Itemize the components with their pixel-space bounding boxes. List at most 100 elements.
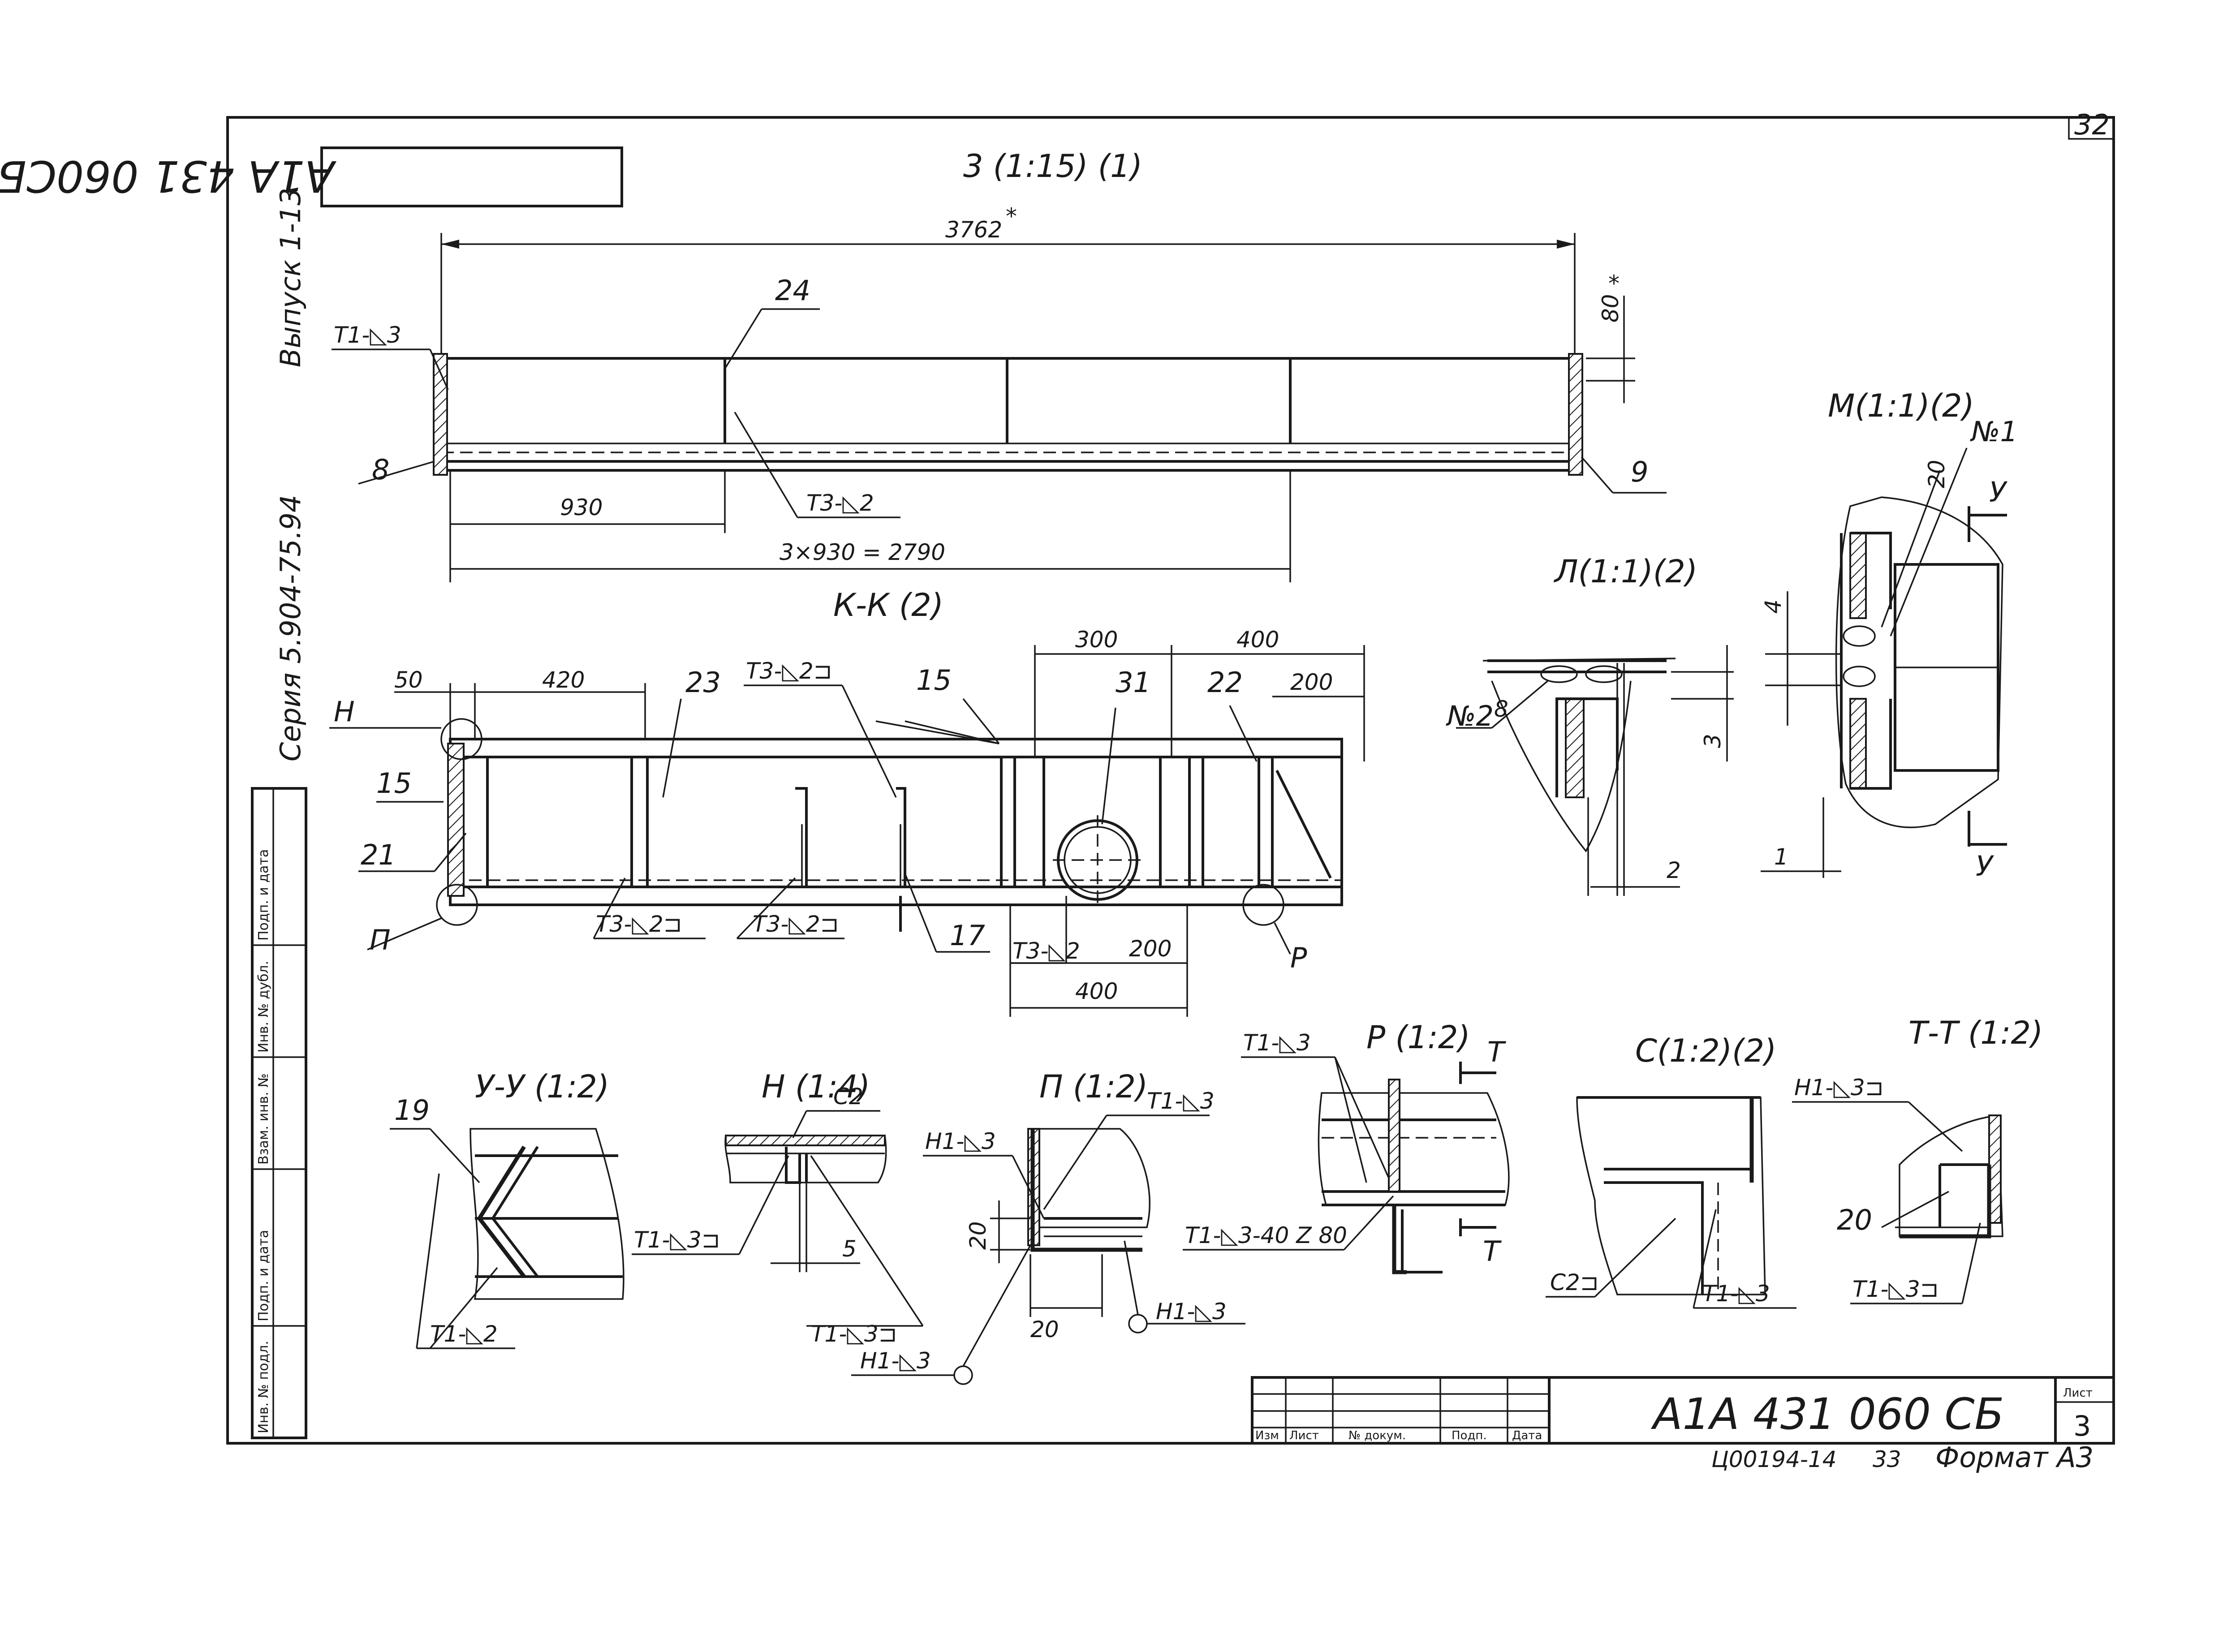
detail-l-title: Л(1:1)(2) [1553, 553, 1697, 590]
title-header-list: Лист [1289, 1429, 1319, 1442]
title-designation: А1А 431 060 СБ [1650, 1389, 2004, 1439]
detail-n-title: Н (1:4) [762, 1068, 870, 1105]
sheet-frame [226, 116, 2115, 1445]
cut-u-bot: У [1976, 850, 1994, 882]
dim-50: 50 [394, 667, 423, 693]
pos-31: 31 [1116, 666, 1151, 699]
detail-n-dim-5: 5 [842, 1236, 857, 1262]
section-tt-weld-t1: Т1-◺3⊐ [1852, 1276, 1939, 1302]
mark-r: Р [1290, 942, 1307, 974]
detail-p-weld-h1-bottom: Н1-◺3 [860, 1348, 931, 1374]
weld-uu: Т1-◺2 [430, 1321, 498, 1347]
title-block: Изм Лист № докум. Подп. Дата А1А 431 060… [1251, 1376, 2115, 1445]
pos-17: 17 [950, 919, 985, 952]
cut-u-top: У [1989, 476, 2008, 508]
dim-420: 420 [542, 667, 585, 693]
issue-text: Выпуск 1-13 [274, 188, 307, 367]
dim-930: 930 [560, 495, 603, 521]
section-kk-title: К-К (2) [833, 587, 943, 624]
pos-8: 8 [372, 453, 389, 486]
dim-total: 3762 [945, 217, 1002, 243]
weld-kk-top: Т3-◺2⊐ [746, 658, 832, 684]
section-uu-title: У-У (1:2) [475, 1068, 609, 1105]
detail-c-weld: Т1-◺3 [1702, 1281, 1770, 1307]
detail-p-weld-t1: Т1-◺3 [1147, 1088, 1215, 1114]
side-stamp-field-3: Инв. № дубл. [256, 961, 271, 1053]
title-sheet-label: Лист [2063, 1386, 2093, 1400]
section-tt-pos-20: 20 [1837, 1204, 1872, 1236]
cut-t-bot: Т [1483, 1235, 1502, 1268]
pos-15b: 15 [376, 767, 412, 800]
pos-21: 21 [361, 839, 396, 871]
section-kk: К-К (2) 50 420 [329, 587, 1365, 1017]
detail-p-weld-h1-top: Н1-◺3 [925, 1128, 996, 1154]
detail-n-c2: С2 [833, 1084, 863, 1110]
title-header-doc: № докум. [1348, 1429, 1406, 1442]
side-stamp-field-2: Взам. инв. № [256, 1073, 271, 1165]
format-line-num: 33 [1873, 1446, 1901, 1472]
pos-24: 24 [775, 274, 810, 307]
detail-r-weld-long: Т1-◺3-40 Z 80 [1185, 1222, 1347, 1248]
detail-l-weld-no: №2 [1446, 700, 1494, 732]
dim-total-star: * [1006, 203, 1017, 229]
section-tt-weld-h1: Н1-◺3⊐ [1794, 1075, 1884, 1101]
title-header-date: Дата [1512, 1429, 1542, 1442]
detail-p-dim-20-v: 20 [965, 1221, 991, 1250]
detail-l-dim-2: 2 [1667, 857, 1681, 883]
detail-l-dim-3: 3 [1700, 734, 1726, 748]
detail-m-weld-no: №1 [1970, 415, 2018, 448]
title-header-sign: Подп. [1452, 1429, 1487, 1442]
detail-c-title: С(1:2)(2) [1635, 1032, 1776, 1069]
detail-n-weld: Т1-◺3⊐ [634, 1227, 720, 1253]
detail-m-dim-1: 1 [1774, 844, 1788, 870]
pos-15a: 15 [916, 664, 952, 697]
detail-r-title: Р (1:2) [1366, 1019, 1470, 1056]
detail-p-weld-h1-right: Н1-◺3 [1156, 1299, 1227, 1325]
detail-n: Н (1:4) С2 Т1-◺3⊐ Т1-◺3⊐ 5 [632, 1068, 924, 1347]
detail-c-c2: С2⊐ [1550, 1269, 1599, 1295]
section-uu: У-У (1:2) 19 Т1-◺2 [390, 1068, 625, 1349]
weld-t3-top: Т3-◺2 [806, 490, 874, 516]
series-text: Серия 5.904-75.94 [274, 495, 307, 761]
rotated-designation-box: А1А 431 060СБ [0, 146, 623, 207]
detail-m: М(1:1)(2) №1 20 4 1 У У [1760, 387, 2018, 882]
side-stamp-field-0: Инв. № подл. [256, 1341, 271, 1433]
detail-m-dim-4: 4 [1760, 599, 1786, 614]
mark-h: Н [334, 695, 355, 728]
format-line-code: Ц00194-14 [1711, 1446, 1837, 1472]
dim-height-star: * [1608, 271, 1620, 297]
pos-19: 19 [394, 1094, 430, 1127]
detail-p: П (1:2) 20 20 Т1-◺3 Н1-◺3 Н1-◺3 Н1-◺3 [851, 1068, 1245, 1385]
weld-kk-b1: Т3-◺2⊐ [596, 911, 682, 937]
page-corner-number: 32 [2074, 108, 2110, 141]
format-label: Формат А3 [1935, 1441, 2094, 1474]
detail-r-weld: Т1-◺3 [1243, 1030, 1311, 1056]
dim-200-bot: 200 [1129, 936, 1172, 962]
detail-l: Л(1:1)(2) №2 8 3 2 [1446, 553, 1734, 896]
detail-c: С(1:2)(2) С2⊐ Т1-◺3 [1546, 1032, 1796, 1309]
title-header-izm: Изм [1255, 1429, 1279, 1442]
dim-pitch: 3×930 = 2790 [780, 539, 945, 565]
section-tt: Т-Т (1:2) Н1-◺3⊐ 20 Т1-◺3⊐ [1792, 1015, 2043, 1304]
title-sheet-number: 3 [2073, 1410, 2091, 1442]
section-tt-title: Т-Т (1:2) [1908, 1015, 2043, 1051]
rotated-designation: А1А 431 060СБ [0, 151, 337, 201]
pos-22: 22 [1207, 666, 1243, 699]
mark-p: П [370, 924, 391, 956]
detail-n-weld-bottom: Т1-◺3⊐ [811, 1321, 897, 1347]
view-top: 3 (1:15) (1) 3762 * 80 * 930 3×930 = 279… [332, 148, 1667, 582]
dim-height: 80 [1598, 294, 1624, 323]
cut-t-top: Т [1487, 1036, 1506, 1068]
detail-r: Р (1:2) Т1-◺3 Т1-◺3-40 Z 80 Т Т [1183, 1019, 1510, 1274]
dim-400-bot: 400 [1075, 978, 1118, 1004]
view-top-title: 3 (1:15) (1) [963, 148, 1142, 185]
detail-m-dim-20: 20 [1924, 460, 1950, 488]
side-stamp-field-4: Подп. и дата [256, 849, 271, 941]
pos-9: 9 [1631, 456, 1648, 488]
dim-300: 300 [1075, 627, 1118, 653]
dim-200-top: 200 [1290, 669, 1333, 695]
detail-l-weld-no-sub: 8 [1494, 696, 1508, 722]
pos-23: 23 [685, 666, 721, 699]
weld-t1-top: Т1-◺3 [334, 322, 401, 348]
